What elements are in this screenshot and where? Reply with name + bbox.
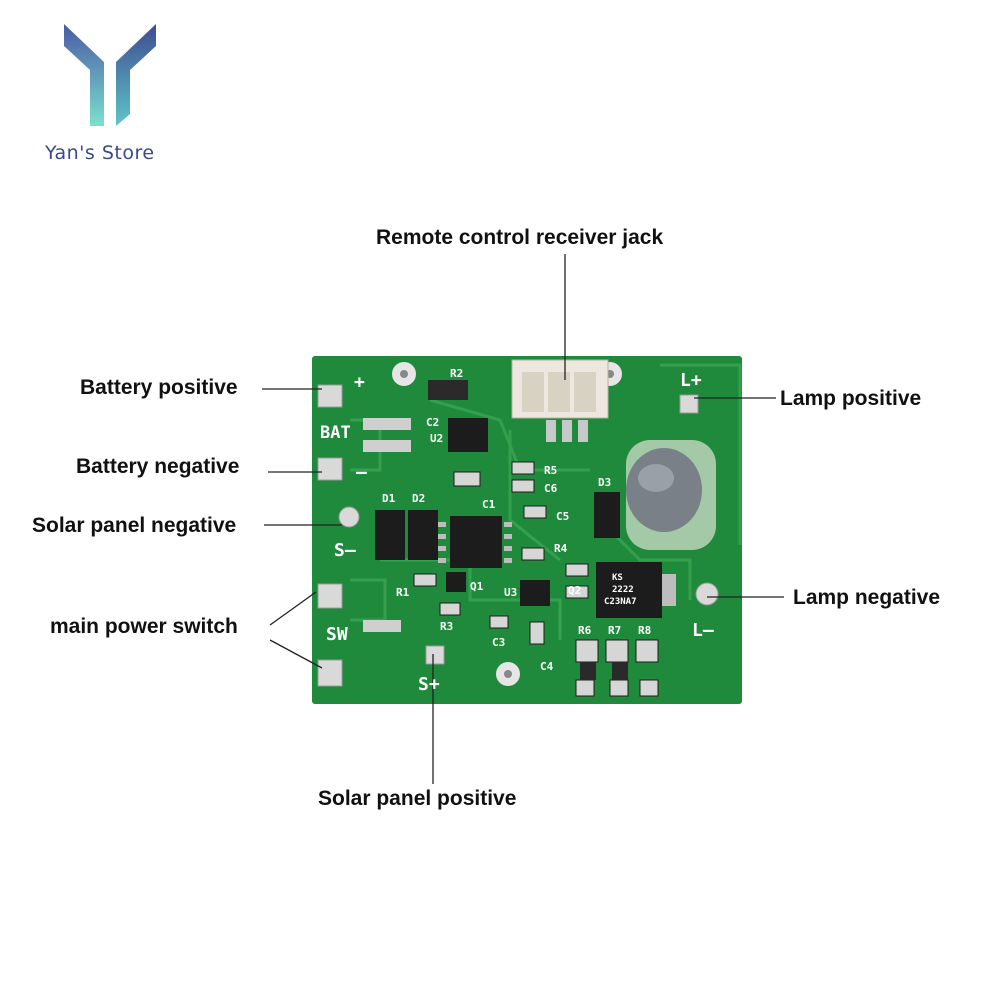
label-lamp-positive: Lamp positive <box>780 387 922 410</box>
pcb-mark-d1: D1 <box>382 492 396 505</box>
leader-lines <box>262 254 784 784</box>
label-remote-jack: Remote control receiver jack <box>376 226 664 249</box>
pcb-mark-c5: C5 <box>556 510 569 523</box>
edge-pads <box>317 384 719 687</box>
pcb-mark-d2: D2 <box>412 492 425 505</box>
pcb-mark-r7: R7 <box>608 624 621 637</box>
pcb-mark-s-minus: S– <box>334 540 356 561</box>
pcb-mark-sw: SW <box>326 624 348 645</box>
pcb-mark-r1: R1 <box>396 586 410 599</box>
pcb-mark-r4: R4 <box>554 542 568 555</box>
pcb-mark-c2: C2 <box>426 416 439 429</box>
chip-text-3: C23NA7 <box>604 597 637 607</box>
label-battery-positive: Battery positive <box>80 376 238 399</box>
ic-chips <box>375 418 662 618</box>
pcb-mark-r6: R6 <box>578 624 592 637</box>
pcb-mark-d3: D3 <box>598 476 611 489</box>
label-solar-positive: Solar panel positive <box>318 787 517 810</box>
remote-jack-connector <box>511 359 609 442</box>
pcb-mark-u3: U3 <box>504 586 517 599</box>
smd-components <box>413 461 659 697</box>
pcb-mark-l-minus: L– <box>692 620 714 641</box>
label-solar-negative: Solar panel negative <box>32 514 237 537</box>
pcb-mark-bat: BAT <box>320 423 351 443</box>
brand-name: Yan's Store <box>45 142 155 164</box>
pcb-mark-c3: C3 <box>492 636 505 649</box>
pcb-mark-minus: – <box>356 462 367 483</box>
pcb-mark-q1: Q1 <box>470 580 484 593</box>
pcb-mark-r3: R3 <box>440 620 453 633</box>
pcb-mark-c4: C4 <box>540 660 554 673</box>
chip-text-2: 2222 <box>612 585 634 595</box>
brand-logo-icon <box>64 24 156 126</box>
label-battery-negative: Battery negative <box>76 455 240 478</box>
pcb-mark-s-plus: S+ <box>418 674 440 695</box>
label-lamp-negative: Lamp negative <box>793 586 941 609</box>
pcb-mark-q2: Q2 <box>568 584 581 597</box>
pcb-mark-r2: R2 <box>450 367 463 380</box>
pcb-mark-l-plus: L+ <box>680 370 702 391</box>
pcb-silkscreen: + BAT – S– SW S+ L+ L– R2 C2 U2 R5 C6 C1… <box>320 367 714 695</box>
pcb-mark-c6: C6 <box>544 482 558 495</box>
pcb-mark-u2: U2 <box>430 432 443 445</box>
chip-text-1: KS <box>612 573 623 583</box>
pcb-mark-r8: R8 <box>638 624 651 637</box>
photo-sensor <box>626 440 716 550</box>
pcb-mark-r5: R5 <box>544 464 557 477</box>
label-main-switch: main power switch <box>50 615 238 638</box>
pcb-mark-plus: + <box>354 372 365 393</box>
pcb-mark-c1: C1 <box>482 498 496 511</box>
